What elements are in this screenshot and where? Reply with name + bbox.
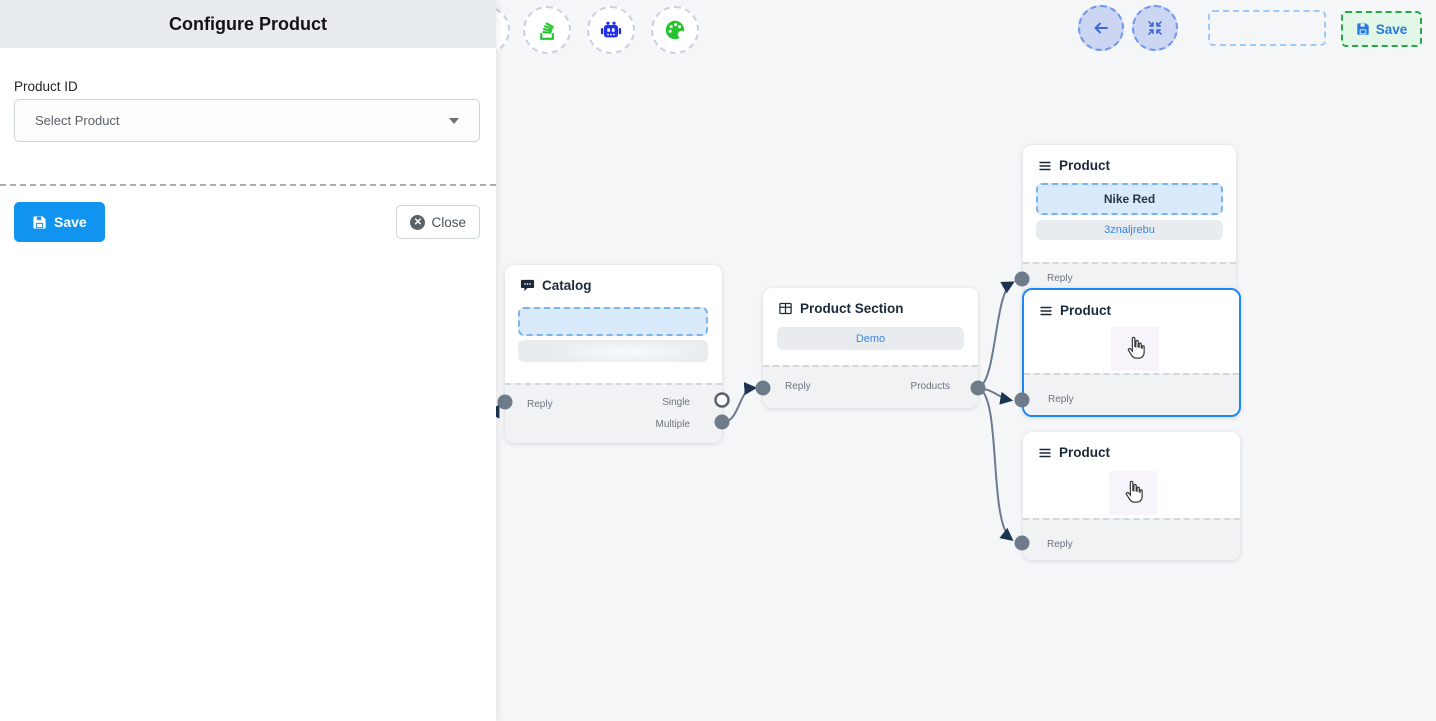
toolbar-cutoff-button[interactable] [496, 6, 510, 54]
save-button[interactable]: Save [14, 202, 105, 242]
bot-button[interactable] [587, 6, 635, 54]
chat-icon [520, 278, 535, 293]
node-product-top[interactable]: Product Nike Red 3znaljrebu Reply [1023, 145, 1236, 293]
node-catalog[interactable]: Catalog Reply Single Multiple [505, 265, 722, 443]
node-product-top-footer: Reply [1023, 262, 1236, 293]
chevron-down-icon [449, 117, 459, 124]
node-product-middle-footer: Reply [1024, 373, 1239, 415]
product-section-item-label: Demo [855, 332, 886, 345]
handle-label-single: Single [662, 397, 690, 408]
catalog-selection-box[interactable] [518, 307, 708, 336]
edge-products-to-product-top [977, 281, 1015, 389]
flow-save-label: Save [1375, 21, 1408, 37]
node-product-bottom-header: Product [1023, 432, 1240, 466]
menu-icon [1038, 159, 1052, 173]
flow-save-button[interactable]: Save [1341, 11, 1422, 47]
hand-cursor-icon [1121, 479, 1145, 512]
floppy-icon [32, 215, 47, 230]
select-value: Select Product [35, 113, 120, 128]
catalog-secondary-box[interactable] [518, 340, 708, 362]
palette-icon [662, 17, 688, 43]
product-top-item-secondary-label: 3znaljrebu [1104, 224, 1155, 236]
node-product-bottom[interactable]: Product Reply [1023, 432, 1240, 560]
grid-icon [778, 301, 793, 316]
node-product-section-header: Product Section [763, 288, 978, 322]
edge-multiple-to-section [721, 382, 758, 424]
node-product-section[interactable]: Product Section Demo Reply Products [763, 288, 978, 408]
handle-label-reply: Reply [1048, 394, 1074, 405]
empty-toolbar-slot[interactable] [1208, 10, 1326, 46]
close-icon: ✕ [410, 214, 426, 230]
handle-label-reply: Reply [527, 399, 553, 410]
node-product-middle[interactable]: Product Reply [1022, 288, 1241, 417]
theme-button[interactable] [651, 6, 699, 54]
handle-label-reply: Reply [1047, 273, 1073, 284]
configure-product-panel: Configure Product Product ID Select Prod… [0, 0, 496, 721]
arrow-left-icon [1091, 18, 1111, 38]
fit-view-button[interactable] [1132, 5, 1178, 51]
handle-label-multiple: Multiple [655, 419, 690, 430]
edge-products-to-product-middle [977, 387, 1014, 405]
product-section-item[interactable]: Demo [777, 327, 964, 350]
flow-canvas[interactable]: Save Catalog Reply Single Multiple [496, 0, 1436, 721]
edge-products-to-product-bottom [977, 387, 1014, 542]
panel-divider [0, 184, 496, 186]
panel-header: Configure Product [0, 0, 496, 48]
back-button[interactable] [1078, 5, 1124, 51]
node-title: Product Section [800, 301, 904, 316]
node-title: Catalog [542, 278, 592, 293]
panel-title: Configure Product [169, 13, 327, 34]
stack-layers-button[interactable] [523, 6, 571, 54]
node-title: Product [1059, 158, 1111, 173]
node-product-section-footer: Reply Products [763, 365, 978, 408]
product-id-select[interactable]: Select Product [14, 99, 480, 142]
menu-icon [1038, 446, 1052, 460]
product-top-item-primary[interactable]: Nike Red [1036, 183, 1223, 215]
node-product-bottom-footer: Reply [1023, 518, 1240, 560]
save-button-label: Save [54, 214, 87, 230]
handle-label-reply: Reply [1047, 539, 1073, 550]
node-product-middle-header: Product [1024, 290, 1239, 324]
node-catalog-header: Catalog [505, 265, 722, 299]
node-product-top-header: Product [1023, 145, 1236, 179]
hand-cursor-icon [1123, 335, 1147, 368]
handle-label-products: Products [910, 381, 950, 392]
node-title: Product [1059, 445, 1111, 460]
close-button-label: Close [431, 214, 466, 230]
menu-icon [1039, 304, 1053, 318]
close-button[interactable]: ✕ Close [396, 205, 480, 239]
floppy-icon [1356, 22, 1370, 36]
robot-icon [598, 17, 624, 43]
compress-arrows-icon [1146, 19, 1164, 37]
edge-incoming-catalog [496, 404, 500, 419]
stack-layers-icon [534, 17, 560, 43]
product-top-item-primary-label: Nike Red [1103, 192, 1156, 206]
node-catalog-footer: Reply Single Multiple [505, 383, 722, 443]
handle-label-reply: Reply [785, 381, 811, 392]
node-title: Product [1060, 303, 1112, 318]
product-id-label: Product ID [14, 79, 78, 94]
product-top-item-secondary[interactable]: 3znaljrebu [1036, 220, 1223, 240]
